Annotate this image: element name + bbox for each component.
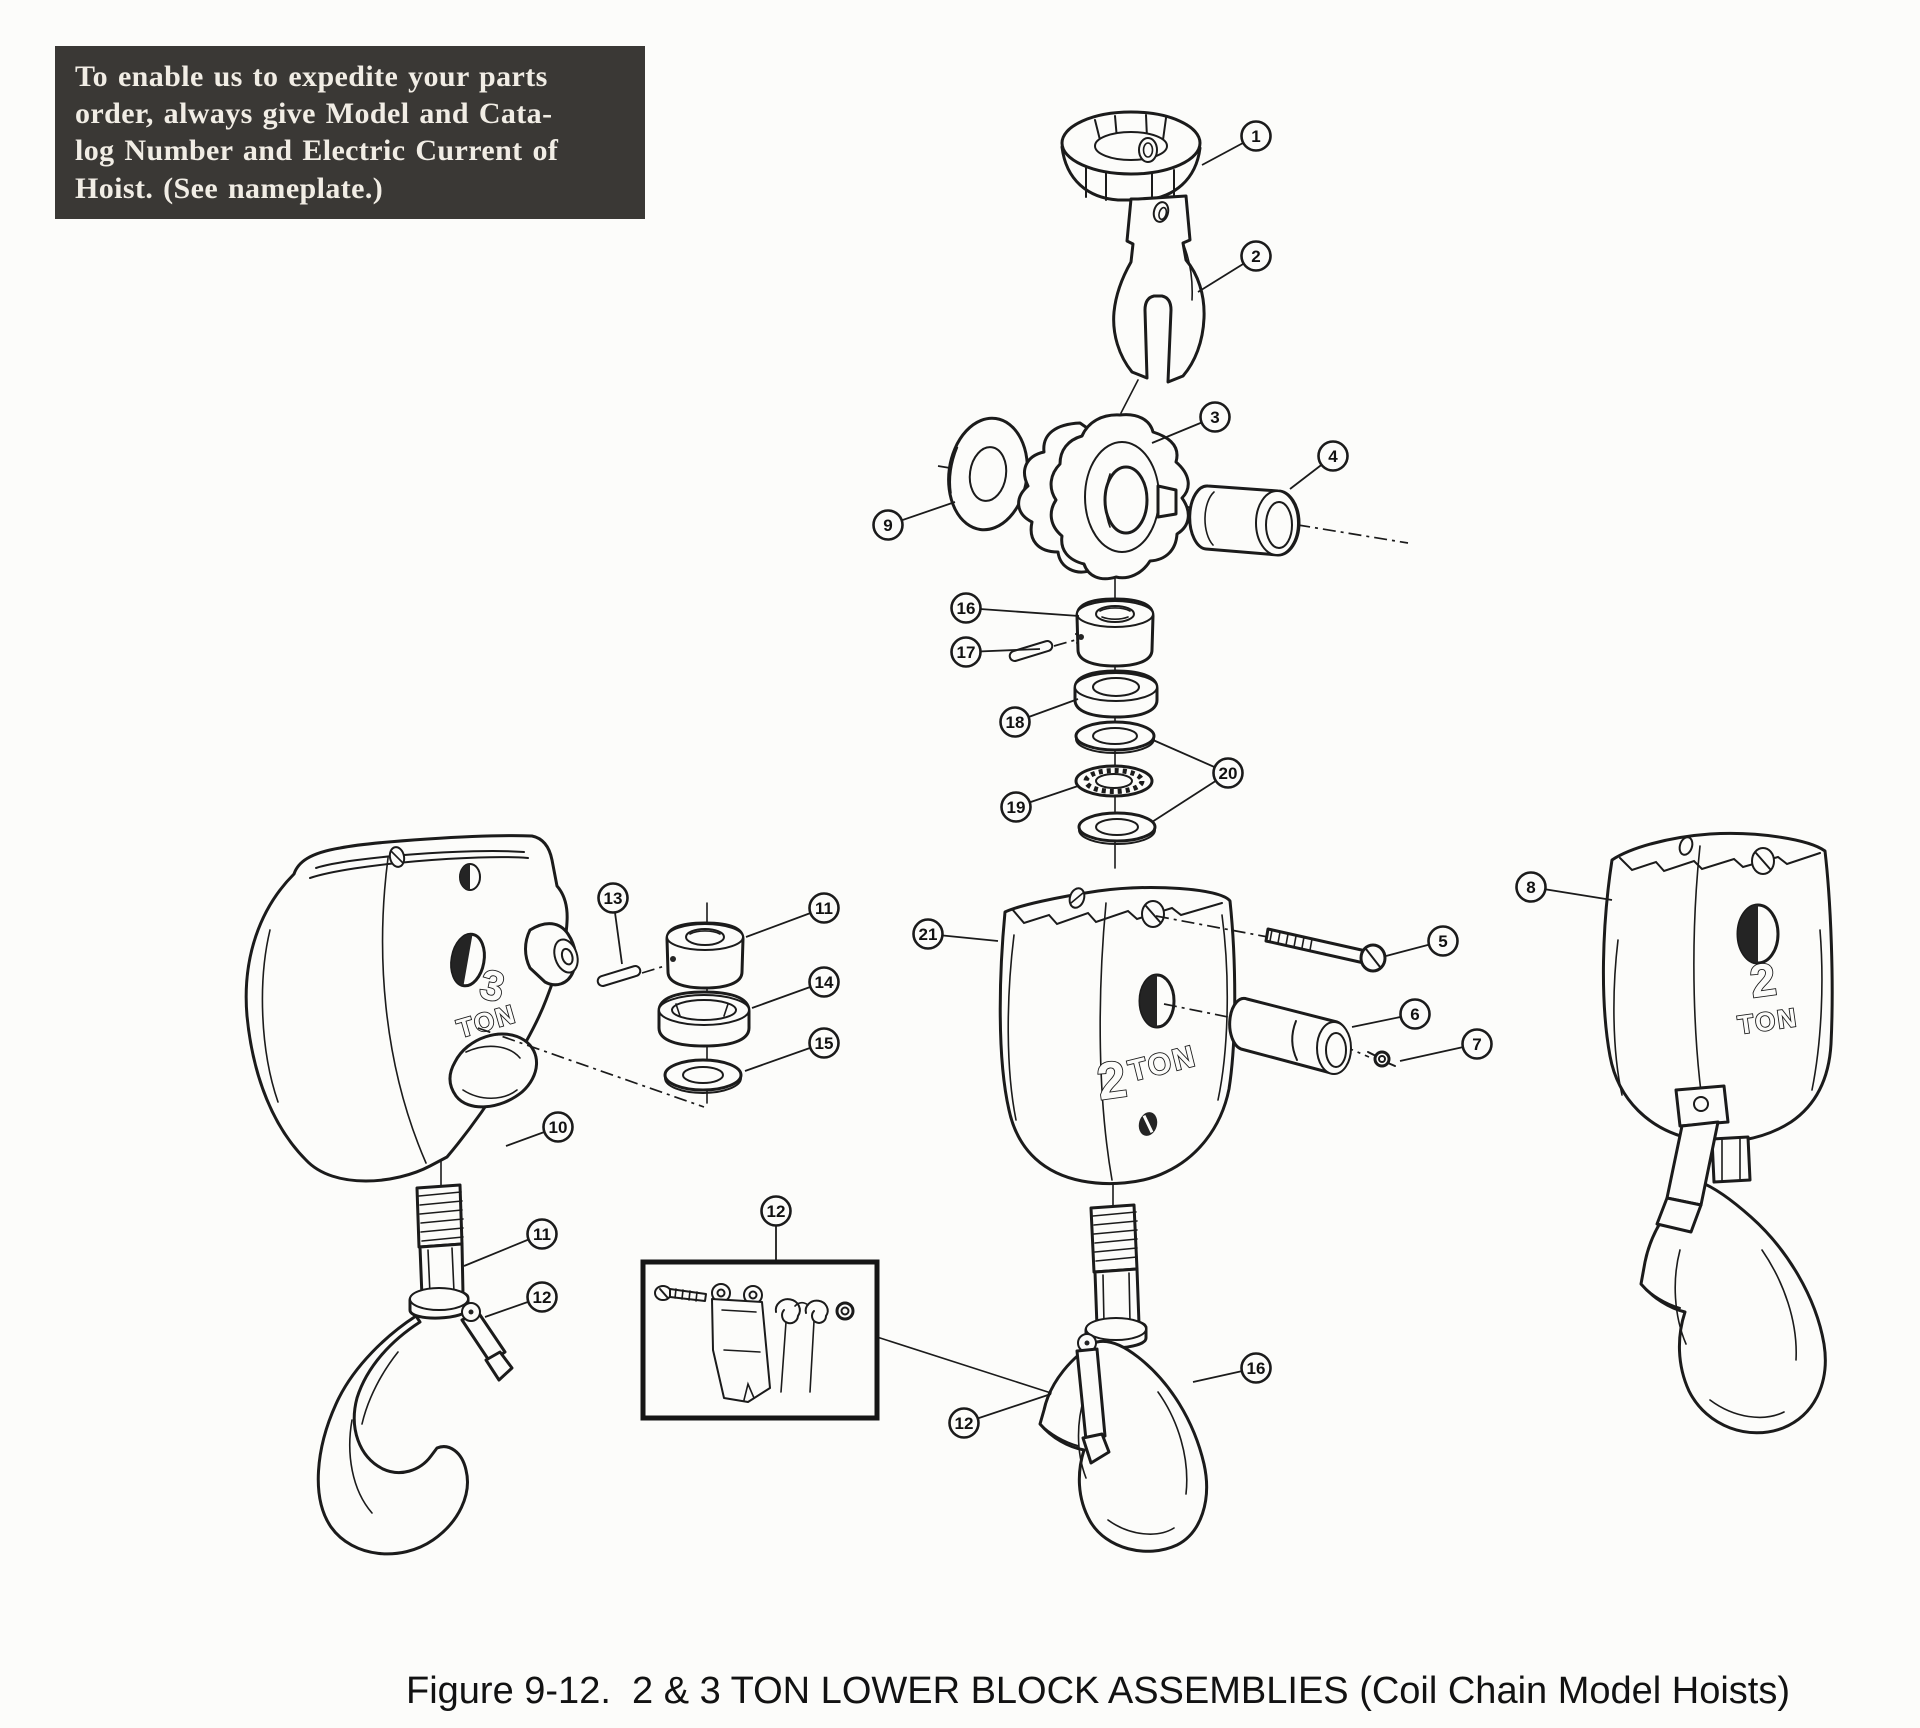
part-2ton-block: 2 TON	[998, 886, 1237, 1186]
part-washer-upper	[1073, 669, 1159, 719]
callout-15: 15	[744, 1027, 840, 1072]
svg-text:5: 5	[1438, 932, 1447, 951]
callout-8: 8	[1515, 871, 1613, 903]
part-2ton-hook	[1038, 1203, 1209, 1553]
svg-text:9: 9	[883, 516, 892, 535]
callout-20: 20	[1151, 739, 1244, 823]
svg-text:15: 15	[815, 1034, 834, 1053]
svg-text:7: 7	[1472, 1035, 1481, 1054]
svg-text:11: 11	[533, 1225, 551, 1244]
svg-text:17: 17	[957, 643, 976, 662]
svg-text:3: 3	[1210, 408, 1219, 427]
callout-12: 12	[760, 1195, 792, 1260]
part-chain-nut	[1060, 110, 1202, 202]
parts-order-notice: To enable us to expedite your parts orde…	[55, 46, 645, 219]
callout-17: 17	[950, 636, 1041, 668]
svg-text:20: 20	[1219, 764, 1238, 783]
part-2ton-assembled-hook	[1639, 1084, 1827, 1435]
svg-text:19: 19	[1007, 798, 1026, 817]
part-seal-ring	[657, 990, 751, 1048]
callout-19: 19	[1000, 785, 1079, 823]
part-3ton-hook	[316, 1183, 514, 1556]
part-liftwheel	[1017, 413, 1190, 581]
callout-16: 16	[950, 592, 1080, 624]
callout-12: 12	[948, 1393, 1052, 1439]
callout-5: 5	[1385, 925, 1459, 957]
svg-text:2: 2	[1251, 247, 1260, 266]
part-thrust-washer	[947, 416, 1029, 532]
callout-13: 13	[597, 882, 629, 965]
svg-text:21: 21	[919, 925, 938, 944]
svg-text:8: 8	[1526, 878, 1535, 897]
callout-16: 16	[1192, 1352, 1272, 1384]
svg-text:16: 16	[1247, 1359, 1266, 1378]
callout-21: 21	[912, 918, 999, 950]
svg-text:12: 12	[767, 1202, 786, 1221]
part-2ton-assembled-block: 2 TON	[1601, 831, 1834, 1184]
callout-6: 6	[1351, 998, 1431, 1030]
part-spacer-sleeve	[1228, 996, 1352, 1075]
callout-4: 4	[1289, 440, 1349, 490]
svg-text:13: 13	[604, 889, 623, 908]
svg-text:18: 18	[1006, 713, 1025, 732]
callout-11: 11	[745, 892, 840, 938]
svg-text:16: 16	[957, 599, 976, 618]
svg-text:14: 14	[815, 973, 834, 992]
callout-2: 2	[1197, 240, 1272, 293]
part-washer-pair	[1074, 720, 1157, 845]
part-clevis	[1112, 194, 1206, 384]
svg-text:11: 11	[815, 899, 833, 918]
figure-caption: Figure 9-12. 2 & 3 TON LOWER BLOCK ASSEM…	[406, 1670, 1790, 1712]
callout-10: 10	[505, 1111, 574, 1147]
callout-3: 3	[1151, 401, 1231, 444]
part-bearing	[1074, 764, 1154, 798]
inset-latch-kit	[640, 1259, 1052, 1421]
callout-14: 14	[751, 966, 840, 1009]
callout-11: 11	[463, 1218, 558, 1267]
part-3ton-block: 3 TON	[244, 834, 579, 1183]
part-shank-nut	[1075, 597, 1155, 668]
callout-1: 1	[1201, 120, 1272, 166]
svg-text:12: 12	[533, 1288, 552, 1307]
callout-7: 7	[1399, 1028, 1493, 1062]
part-hook-pin	[596, 965, 642, 987]
part-bushing	[1188, 484, 1301, 557]
svg-text:12: 12	[955, 1414, 974, 1433]
part-capscrew	[1264, 927, 1387, 973]
svg-text:10: 10	[549, 1118, 568, 1137]
part-grease-fitting	[1367, 1050, 1396, 1068]
callout-9: 9	[872, 501, 956, 541]
part-hook-washer	[663, 1058, 743, 1094]
part-hook-nut	[665, 921, 745, 990]
svg-text:4: 4	[1328, 447, 1338, 466]
callout-12: 12	[484, 1281, 558, 1318]
svg-text:1: 1	[1251, 127, 1260, 146]
svg-text:6: 6	[1410, 1005, 1419, 1024]
part-lock-pin	[1008, 640, 1054, 662]
callout-18: 18	[999, 698, 1079, 738]
